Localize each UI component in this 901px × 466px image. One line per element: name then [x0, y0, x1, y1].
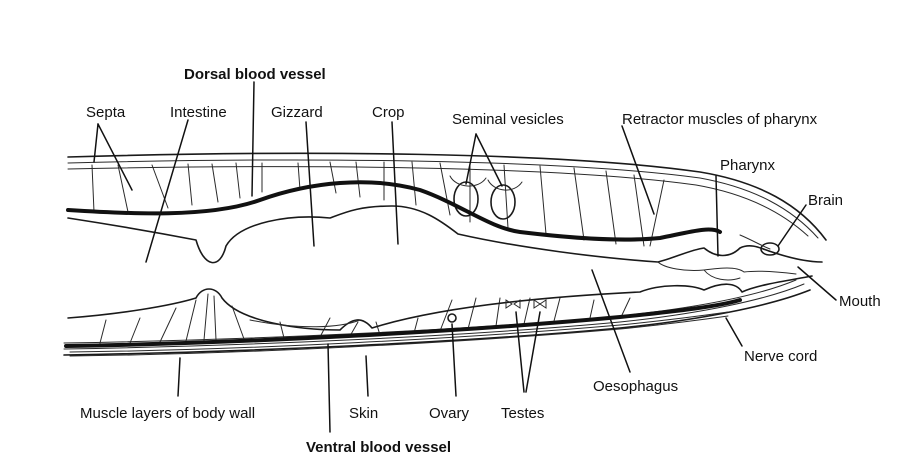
label-crop: Crop — [372, 104, 405, 121]
label-ventral-blood-vessel: Ventral blood vessel — [306, 439, 451, 456]
dorsal-blood-vessel — [68, 182, 720, 239]
leader-lines — [94, 82, 836, 432]
label-skin: Skin — [349, 405, 378, 422]
labels: Septa Intestine Dorsal blood vessel Gizz… — [80, 66, 881, 456]
label-gizzard: Gizzard — [271, 104, 323, 121]
seminal-vesicles — [450, 176, 522, 219]
label-septa: Septa — [86, 104, 126, 121]
label-ovary: Ovary — [429, 405, 470, 422]
label-pharynx: Pharynx — [720, 157, 776, 174]
alimentary-canal — [68, 206, 822, 330]
label-nerve-cord: Nerve cord — [744, 348, 817, 365]
label-seminal-vesicles: Seminal vesicles — [452, 111, 564, 128]
label-retractor-muscles: Retractor muscles of pharynx — [622, 111, 818, 128]
label-mouth: Mouth — [839, 293, 881, 310]
upper-body-wall — [68, 153, 826, 240]
label-brain: Brain — [808, 192, 843, 209]
upper-septa — [92, 162, 664, 246]
label-oesophagus: Oesophagus — [593, 378, 678, 395]
label-dorsal-blood-vessel: Dorsal blood vessel — [184, 66, 326, 83]
label-intestine: Intestine — [170, 104, 227, 121]
label-testes: Testes — [501, 405, 544, 422]
label-muscle-layers: Muscle layers of body wall — [80, 405, 255, 422]
